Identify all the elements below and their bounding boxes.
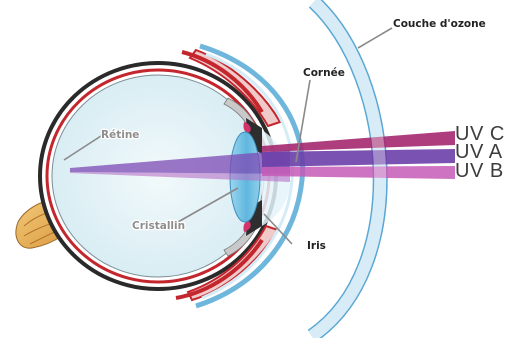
uv-b-label: UV B bbox=[455, 160, 504, 182]
uv-c-ray bbox=[262, 131, 455, 152]
retina-label: Rétine bbox=[101, 129, 139, 141]
cornea-label: Cornée bbox=[303, 67, 345, 79]
ozone-leader bbox=[358, 28, 392, 48]
iris-label: Iris bbox=[307, 240, 326, 252]
ozone-label: Couche d'ozone bbox=[393, 18, 486, 30]
uv-a-ray bbox=[262, 149, 455, 167]
lens-label: Cristallin bbox=[132, 220, 185, 232]
